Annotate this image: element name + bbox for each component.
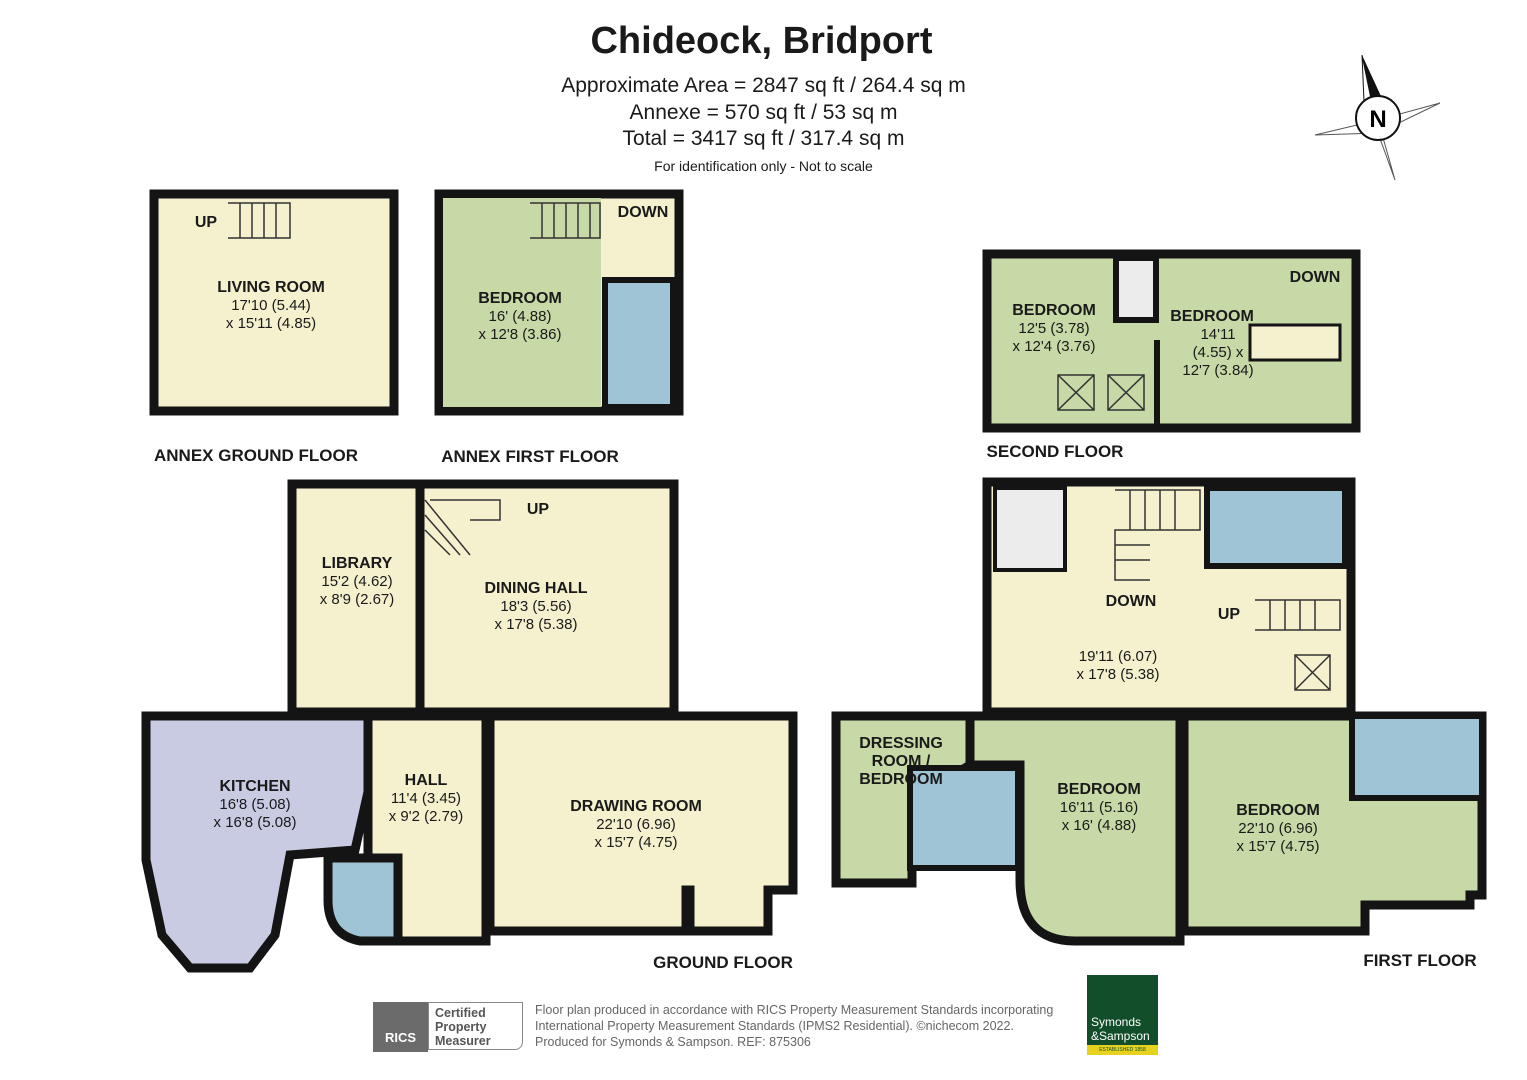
annex-bedroom (443, 198, 601, 407)
room-name: LIBRARY (322, 555, 393, 572)
annexe-area: Annexe = 570 sq ft / 53 sq m (629, 101, 898, 124)
landing-dim: x 17'8 (5.38) (1077, 666, 1160, 683)
floor-label: SECOND FLOOR (987, 442, 1124, 461)
up-label: UP (1218, 606, 1241, 623)
floor-label: GROUND FLOOR (653, 953, 793, 972)
room-dim: 18'3 (5.56) (500, 598, 571, 615)
room-dim: x 12'8 (3.86) (479, 326, 562, 343)
living-room (149, 189, 399, 416)
footer-line: Produced for Symonds & Sampson. REF: 875… (535, 1035, 811, 1049)
ensuite-right (1349, 713, 1485, 801)
room-name: DRAWING ROOM (570, 798, 702, 815)
disclaimer: For identification only - Not to scale (654, 158, 873, 174)
room-dim: 12'7 (3.84) (1182, 362, 1253, 379)
room-name: BEDROOM (478, 290, 562, 307)
brand-line: &Sampson (1091, 1029, 1150, 1043)
brand-line: Symonds (1091, 1015, 1142, 1029)
first-up-stairs (1255, 599, 1341, 631)
compass-icon: N (1314, 54, 1441, 181)
annex-first-stairs (530, 202, 601, 239)
ensuite-middle (907, 765, 1021, 871)
skylight (1057, 374, 1331, 691)
room-name: DINING HALL (484, 580, 587, 597)
room-name: BEDROOM (1236, 802, 1320, 819)
footer-line: Floor plan produced in accordance with R… (535, 1003, 1054, 1017)
annex-ground-stairs (228, 202, 291, 239)
room-dim: x 9'2 (2.79) (389, 808, 464, 825)
up-label: UP (195, 214, 218, 231)
drawing-room (485, 711, 798, 936)
room-dim: x 15'7 (4.75) (595, 834, 678, 851)
room-dim: 22'10 (6.96) (596, 816, 676, 833)
floor-label: FIRST FLOOR (1363, 951, 1476, 970)
annex-bathroom (602, 277, 676, 410)
room-dim: x 12'4 (3.76) (1013, 338, 1096, 355)
ground-stairs (424, 499, 501, 556)
room-dim: x 15'7 (4.75) (1237, 838, 1320, 855)
room-name: BEDROOM (1012, 302, 1096, 319)
first-bathroom (1204, 485, 1348, 569)
room-dim: x 16' (4.88) (1062, 817, 1137, 834)
room-dim: 12'5 (3.78) (1018, 320, 1089, 337)
rics-logo: RICS (373, 1002, 428, 1052)
room-dim: 16' (4.88) (489, 308, 552, 325)
room-name: BEDROOM (1057, 781, 1141, 798)
room-dim: 16'11 (5.16) (1060, 799, 1138, 816)
room-dim: 14'11 (1200, 326, 1235, 343)
footer-line: International Property Measurement Stand… (535, 1019, 1014, 1033)
room-dim: 16'8 (5.08) (219, 796, 290, 813)
floor-label: ANNEX FIRST FLOOR (441, 447, 619, 466)
room-dim: 22'10 (6.96) (1238, 820, 1318, 837)
footer-text: Floor plan produced in accordance with R… (535, 1002, 1053, 1050)
second-stairs (1248, 323, 1342, 362)
room-name: LIVING ROOM (217, 279, 325, 296)
room-dim: x 8'9 (2.67) (320, 591, 395, 608)
second-cupboard (1113, 255, 1159, 323)
room-name: KITCHEN (219, 778, 290, 795)
bedroom-middle (965, 711, 1185, 946)
first-cupboard (993, 486, 1067, 572)
rics-badge: RICS Certified Property Measurer (373, 1002, 525, 1052)
rics-certified-text: Certified Property Measurer (428, 1002, 523, 1050)
down-label: DOWN (1290, 269, 1341, 286)
compass-label: N (1369, 106, 1386, 133)
room-dim: x 16'8 (5.08) (214, 814, 297, 831)
approx-area: Approximate Area = 2847 sq ft / 264.4 sq… (561, 74, 966, 97)
down-label: DOWN (1106, 593, 1157, 610)
badge-line: Measurer (435, 1034, 491, 1048)
room-name: BEDROOM (859, 771, 943, 788)
wc (323, 853, 403, 946)
first-stairs (1114, 489, 1201, 581)
plan-title: Chideock, Bridport (590, 20, 933, 62)
symonds-sampson-logo: Symonds &Sampson ESTABLISHED 1858 (1087, 975, 1158, 1055)
landing-dim: 19'11 (6.07) (1079, 648, 1157, 665)
brand-established: ESTABLISHED 1858 (1087, 1045, 1158, 1055)
room-name: BEDROOM (1170, 308, 1254, 325)
badge-line: Certified (435, 1006, 486, 1020)
total-area: Total = 3417 sq ft / 317.4 sq m (622, 127, 905, 150)
room-dim: x 17'8 (5.38) (495, 616, 578, 633)
room-dim: 11'4 (3.45) (391, 790, 461, 807)
room-name: ROOM / (872, 753, 931, 770)
room-name: DRESSING (859, 735, 943, 752)
up-label: UP (527, 501, 550, 518)
room-dim: 15'2 (4.62) (321, 573, 392, 590)
badge-line: Property (435, 1020, 487, 1034)
down-label: DOWN (618, 204, 669, 221)
room-dim: 17'10 (5.44) (231, 297, 311, 314)
dining-hall (415, 479, 679, 717)
room-name: HALL (405, 772, 448, 789)
floor-label: ANNEX GROUND FLOOR (154, 446, 358, 465)
room-dim: x 15'11 (4.85) (226, 315, 316, 332)
room-dim: (4.55) x (1193, 344, 1244, 361)
